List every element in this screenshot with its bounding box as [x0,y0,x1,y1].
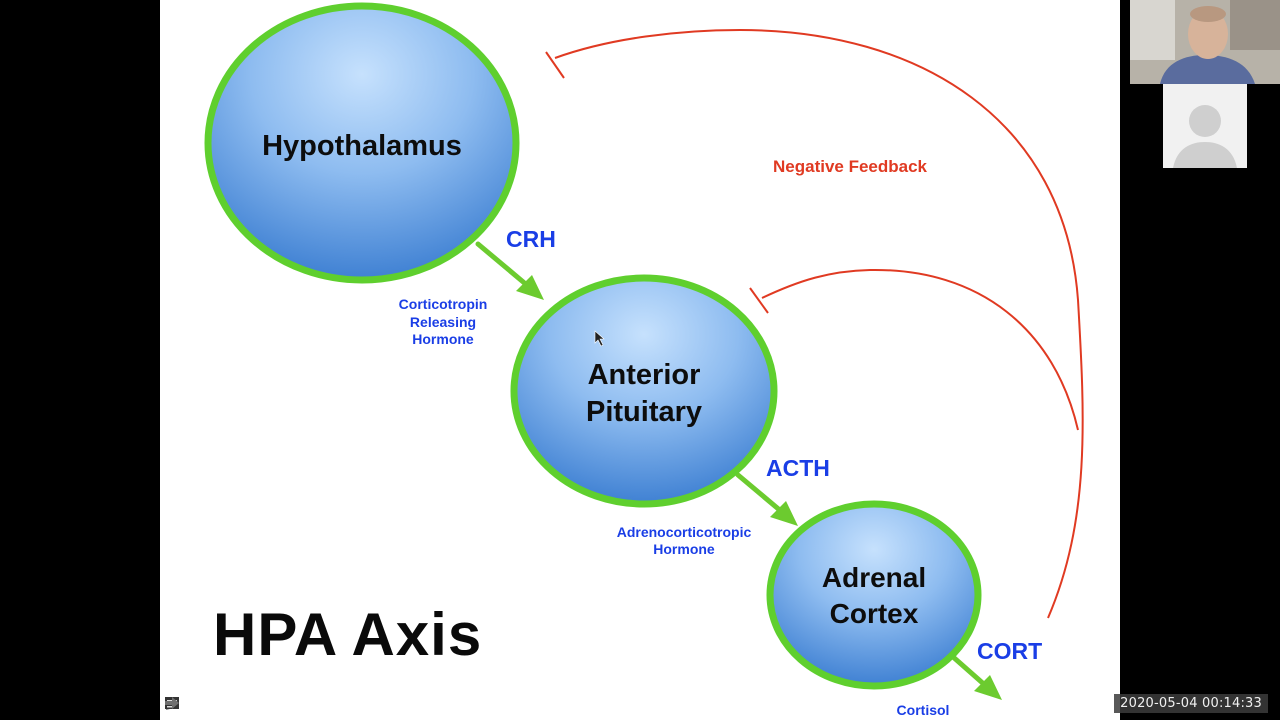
crh-abbr: CRH [506,226,556,252]
negative-feedback-label: Negative Feedback [773,157,928,176]
feedback-inhibit-bar-outer [545,51,565,79]
crh-full-line2: Releasing [410,314,476,330]
hpa-diagram: Negative Feedback Hypothalamus Anterior … [204,2,1084,718]
node-anterior-pituitary: Anterior Pituitary [510,274,778,508]
arrow-right-icon[interactable] [165,697,268,717]
feedback-inhibit-bar-inner [749,287,769,314]
feedback-arc-outer [554,28,1084,619]
video-participants-panel [1130,0,1280,168]
node-adrenal-cortex: Adrenal Cortex [766,500,982,690]
person-silhouette-icon[interactable] [1163,84,1247,168]
crh-full-line1: Corticotropin [399,296,488,312]
speaker-video-feed[interactable] [1130,0,1280,84]
acth-abbr: ACTH [766,455,830,481]
arrow-crh [475,241,544,300]
hypothalamus-label: Hypothalamus [262,130,462,162]
node-hypothalamus: Hypothalamus [204,2,520,284]
feedback-arc-inner [761,268,1079,431]
mouse-cursor-icon [594,330,605,347]
arrow-cort [949,653,1002,700]
cort-full: Cortisol [897,702,950,718]
acth-full-line2: Hormone [653,541,715,557]
pencil-icon[interactable] [166,697,212,717]
adrenal-label-line2: Cortex [830,598,919,629]
crh-full-line3: Hormone [412,331,474,347]
recording-timestamp: 2020-05-04 00:14:33 [1114,694,1268,713]
slide-controls [164,696,268,718]
acth-full-line1: Adrenocorticotropic [617,524,752,540]
presentation-slide: Negative Feedback Hypothalamus Anterior … [160,0,1120,720]
adrenal-label-line1: Adrenal [822,562,926,593]
cort-abbr: CORT [977,638,1042,664]
slide-title: HPA Axis [213,601,483,668]
pituitary-label-line2: Pituitary [586,396,702,428]
arrow-acth [735,472,798,526]
pituitary-label-line1: Anterior [588,359,701,391]
notes-icon[interactable] [165,697,240,717]
